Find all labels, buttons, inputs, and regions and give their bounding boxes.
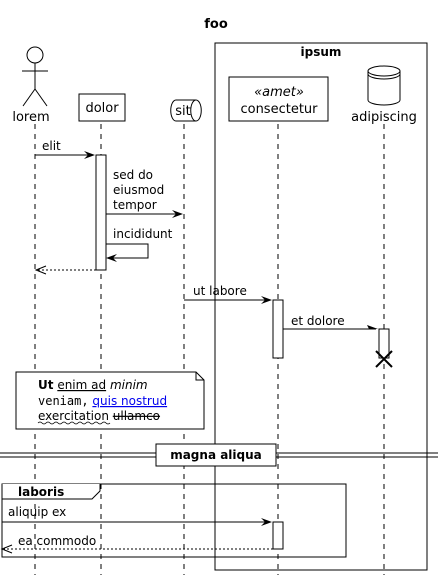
message-label-line3: tempor	[113, 198, 157, 212]
participant-dolor: dolor	[78, 93, 126, 122]
note-mono-text: veniam,	[38, 394, 89, 408]
participant-consectetur: «amet» consectetur	[228, 76, 329, 122]
message-ea-commodo: ea commodo	[0, 534, 273, 554]
note-underline-text: enim ad	[57, 378, 106, 392]
box-group-label: ipsum	[301, 45, 342, 59]
participant-label-adipiscing: adipiscing	[351, 110, 417, 125]
fragment-laboris: laboris	[1, 483, 347, 558]
message-return	[34, 265, 96, 275]
participant-stereotype: «amet»	[254, 85, 304, 100]
divider-label: magna aliqua	[170, 448, 262, 462]
message-label: elit	[42, 139, 61, 153]
destroy-icon	[375, 350, 393, 368]
message-label: ut labore	[193, 284, 247, 298]
message-label-line1: sed do	[113, 168, 153, 182]
participant-label-dolor: dolor	[85, 101, 119, 116]
participant-label-lorem: lorem	[12, 110, 49, 125]
actor-lorem: lorem	[12, 46, 50, 125]
actor-head-icon	[26, 46, 44, 64]
divider: magna aliqua	[0, 443, 438, 467]
message-label: ea commodo	[18, 534, 96, 548]
message-label: aliquip ex	[8, 505, 66, 519]
fragment-label: laboris	[18, 485, 64, 499]
svg-text:veniam, quis nos: veniam, quis nostrud	[38, 394, 167, 408]
message-label-line2: eiusmod	[113, 183, 164, 197]
note-italic-text: minim	[110, 378, 148, 392]
message-elit: elit	[35, 139, 95, 159]
diagram-title: foo	[204, 17, 228, 32]
activation-consectetur-1	[272, 299, 284, 359]
svg-text:Ut enim ad: Ut enim ad minim	[38, 378, 148, 392]
message-incididunt: incididunt	[106, 227, 173, 262]
activation-consectetur-2	[272, 521, 284, 550]
note-wavy-underline	[37, 421, 111, 425]
activation-adipiscing	[378, 328, 390, 359]
svg-text:exercitation ull: exercitation ullamco	[38, 409, 160, 423]
box-group-frame	[214, 42, 428, 571]
queue-sit: sit	[170, 99, 202, 122]
note-link[interactable]: quis nostrud	[92, 394, 167, 408]
note-strike-text: ullamco	[113, 409, 160, 423]
message-label: incididunt	[113, 227, 173, 241]
message-sed-do: sed do eiusmod tempor	[106, 168, 183, 218]
note-wavy-text: exercitation	[38, 409, 109, 423]
note-bold-text: Ut	[38, 378, 54, 392]
participant-label-consectetur: consectetur	[240, 102, 318, 117]
message-ut-labore: ut labore	[184, 284, 272, 304]
database-adipiscing: adipiscing	[351, 65, 417, 125]
participant-label-sit: sit	[175, 104, 190, 119]
message-et-dolore: et dolore	[283, 314, 378, 330]
note: Ut enim ad minim veniam, quis nostrud ex…	[15, 371, 205, 430]
message-label: et dolore	[291, 314, 345, 328]
message-aliquip-ex: aliquip ex	[2, 505, 272, 526]
activation-dolor	[95, 154, 107, 271]
